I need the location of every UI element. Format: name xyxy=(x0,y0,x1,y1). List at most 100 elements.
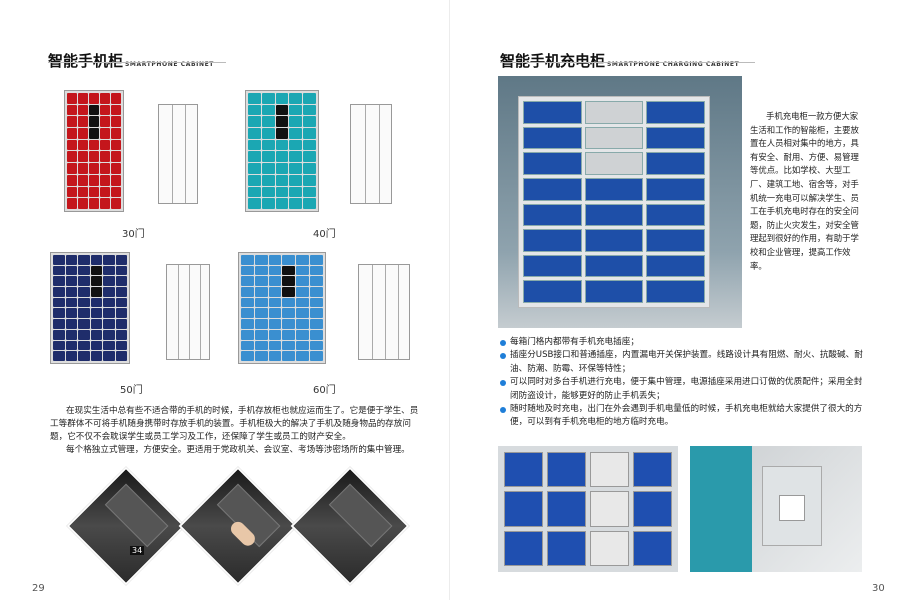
locker-door xyxy=(268,265,282,276)
locker-door xyxy=(241,308,254,319)
locker-door xyxy=(268,287,282,297)
locker-door xyxy=(90,265,102,276)
locker-photo-3 xyxy=(290,466,410,586)
locker-door xyxy=(261,151,275,163)
locker-door xyxy=(78,163,88,174)
locker-door xyxy=(67,163,77,174)
locker-door xyxy=(78,308,90,319)
locker-door xyxy=(67,186,77,198)
charging-door xyxy=(584,101,644,124)
locker-door xyxy=(261,163,275,174)
locker-door xyxy=(115,276,127,287)
caption-60-door: 60门 xyxy=(313,385,336,396)
open-door xyxy=(690,446,752,572)
locker-door xyxy=(78,198,88,209)
locker-door xyxy=(90,340,102,351)
locker-door xyxy=(90,329,102,340)
locker-door xyxy=(53,276,65,287)
locker-door xyxy=(261,104,275,116)
locker-door xyxy=(261,93,275,104)
locker-door xyxy=(296,255,310,265)
locker-door xyxy=(254,276,268,287)
locker-door xyxy=(268,255,282,265)
locker-door xyxy=(248,186,261,198)
locker-door xyxy=(296,319,310,329)
locker-door xyxy=(67,151,77,163)
locker-door xyxy=(65,276,77,287)
locker-door xyxy=(90,297,102,308)
charging-door xyxy=(523,203,582,227)
locker-door xyxy=(303,93,316,104)
locker-door xyxy=(310,276,323,287)
locker-door xyxy=(282,340,296,351)
locker-door xyxy=(254,319,268,329)
locker-door xyxy=(103,340,115,351)
charging-door xyxy=(646,203,705,227)
charging-door xyxy=(523,152,582,175)
locker-door xyxy=(241,265,254,276)
locker-door xyxy=(90,351,102,361)
left-page-title-en: SMARTPHONE CABINET xyxy=(125,61,214,68)
cabinet-detail-photo-2 xyxy=(690,446,862,572)
locker-door xyxy=(115,319,127,329)
locker-door xyxy=(67,116,77,128)
locker-door xyxy=(268,276,282,287)
locker-door xyxy=(248,93,261,104)
locker-door xyxy=(275,104,289,116)
locker-door xyxy=(100,163,110,174)
locker-door xyxy=(303,139,316,151)
locker-door xyxy=(254,265,268,276)
locker-door xyxy=(53,297,65,308)
locker-door xyxy=(78,329,90,340)
locker-door xyxy=(78,186,88,198)
locker-door xyxy=(111,174,121,186)
locker-door xyxy=(78,104,88,116)
locker-door xyxy=(53,340,65,351)
locker-door xyxy=(275,93,289,104)
locker-door xyxy=(100,116,110,128)
locker-door xyxy=(115,340,127,351)
locker-door xyxy=(103,297,115,308)
detail-door xyxy=(547,530,586,566)
charging-door xyxy=(584,254,644,278)
detail-door xyxy=(504,452,543,488)
interior-compartment xyxy=(762,466,822,546)
locker-door xyxy=(89,163,99,174)
locker-door xyxy=(275,198,289,209)
locker-door xyxy=(111,151,121,163)
locker-door xyxy=(65,340,77,351)
locker-door xyxy=(67,198,77,209)
left-paragraph-2: 每个格独立式管理，方便安全。更适用于党政机关、会议室、考场等涉密场所的集中管理。 xyxy=(66,445,410,455)
locker-door xyxy=(310,319,323,329)
locker-door xyxy=(89,116,99,128)
locker-door xyxy=(310,308,323,319)
locker-door xyxy=(115,308,127,319)
feature-list: 每箱门格内都带有手机充电插座； 插座分USB接口和普通插座，内置漏电开关保护装置… xyxy=(500,336,864,430)
locker-door xyxy=(248,139,261,151)
charging-door xyxy=(523,126,582,150)
locker-door xyxy=(254,287,268,297)
locker-door xyxy=(303,174,316,186)
charging-door xyxy=(584,229,644,252)
locker-door xyxy=(115,287,127,297)
locker-door xyxy=(241,287,254,297)
locker-door xyxy=(111,198,121,209)
locker-door xyxy=(296,276,310,287)
charging-door xyxy=(646,101,705,124)
charging-door xyxy=(523,229,582,252)
locker-door xyxy=(67,174,77,186)
locker-door xyxy=(100,186,110,198)
charging-door xyxy=(523,101,582,124)
locker-door xyxy=(53,255,65,265)
detail-door xyxy=(590,491,629,527)
locker-door xyxy=(282,255,296,265)
locker-door xyxy=(111,104,121,116)
locker-door xyxy=(78,297,90,308)
locker-door xyxy=(289,198,303,209)
detail-door xyxy=(633,530,672,566)
locker-door xyxy=(89,104,99,116)
locker-door xyxy=(268,308,282,319)
locker-door xyxy=(111,116,121,128)
